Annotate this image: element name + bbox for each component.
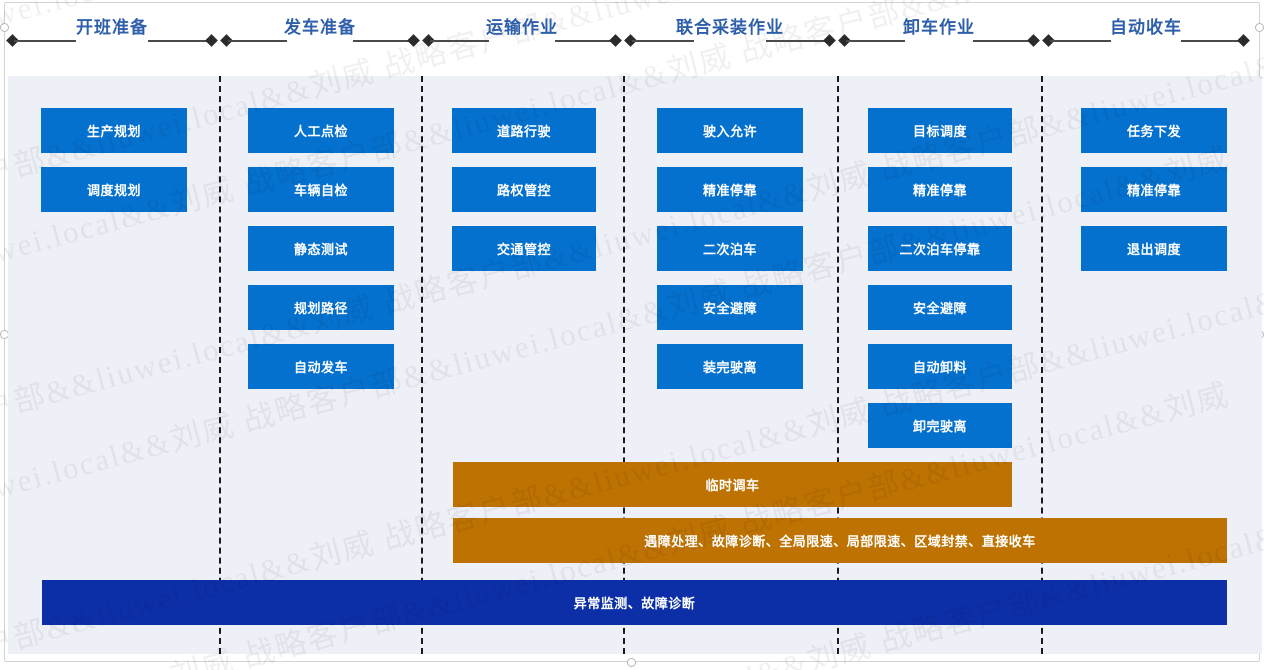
arrow-line-left — [14, 40, 76, 42]
column-divider-2 — [421, 76, 423, 654]
stage-box[interactable]: 调度规划 — [41, 167, 187, 212]
stage-box[interactable]: 自动卸料 — [868, 344, 1012, 389]
arrow-line-left — [632, 40, 694, 42]
column-divider-3 — [623, 76, 625, 654]
phase-title: 联合采装作业 — [676, 18, 784, 37]
stage-box[interactable]: 卸完驶离 — [868, 403, 1012, 448]
stage-box[interactable]: 装完驶离 — [657, 344, 803, 389]
column-divider-1 — [219, 76, 221, 654]
arrow-line-right — [973, 40, 1032, 42]
stage-box[interactable]: 二次泊车停靠 — [868, 226, 1012, 271]
resize-handle-top-left[interactable] — [0, 23, 9, 32]
bar-temporary-dispatch[interactable]: 临时调车 — [453, 462, 1012, 507]
phase-header-5: 卸车作业 — [838, 3, 1040, 75]
phase-title: 开班准备 — [76, 18, 148, 37]
phase-connector-arrow — [838, 34, 1040, 47]
phase-header-1: 开班准备 — [6, 3, 218, 75]
phase-header-band: 开班准备 发车准备 运输作业 联合采装作业 卸车作业 自动收车 — [6, 3, 1258, 75]
arrow-line-right — [1181, 40, 1242, 42]
stage-box[interactable]: 精准停靠 — [657, 167, 803, 212]
phase-connector-arrow — [422, 34, 622, 47]
phase-header-4: 联合采装作业 — [624, 3, 836, 75]
arrow-line-right — [148, 40, 210, 42]
stage-box[interactable]: 生产规划 — [41, 108, 187, 153]
stage-box[interactable]: 规划路径 — [248, 285, 394, 330]
stage-box[interactable]: 道路行驶 — [452, 108, 596, 153]
phase-connector-arrow — [220, 34, 420, 47]
stage-box[interactable]: 路权管控 — [452, 167, 596, 212]
stage-box[interactable]: 安全避障 — [657, 285, 803, 330]
phase-connector-arrow — [1042, 34, 1250, 47]
stage-box[interactable]: 安全避障 — [868, 285, 1012, 330]
stage-box[interactable]: 驶入允许 — [657, 108, 803, 153]
phase-title: 运输作业 — [486, 18, 558, 37]
stage-box[interactable]: 人工点检 — [248, 108, 394, 153]
column-divider-4 — [837, 76, 839, 654]
phase-header-3: 运输作业 — [422, 3, 622, 75]
arrow-diamond-right — [823, 34, 836, 47]
arrow-line-right — [555, 40, 614, 42]
workflow-panel — [8, 76, 1262, 654]
stage-box[interactable]: 静态测试 — [248, 226, 394, 271]
arrow-line-right — [766, 40, 828, 42]
stage-box[interactable]: 精准停靠 — [868, 167, 1012, 212]
phase-title: 自动收车 — [1110, 18, 1182, 37]
arrow-diamond-right — [1027, 34, 1040, 47]
arrow-diamond-right — [609, 34, 622, 47]
stage-box[interactable]: 二次泊车 — [657, 226, 803, 271]
arrow-line-right — [353, 40, 412, 42]
column-divider-5 — [1041, 76, 1043, 654]
stage-box[interactable]: 车辆自检 — [248, 167, 394, 212]
phase-header-2: 发车准备 — [220, 3, 420, 75]
phase-title: 发车准备 — [284, 18, 356, 37]
phase-connector-arrow — [6, 34, 218, 47]
arrow-line-left — [228, 40, 287, 42]
arrow-line-left — [430, 40, 489, 42]
phase-header-6: 自动收车 — [1042, 3, 1250, 75]
arrow-diamond-right — [407, 34, 420, 47]
stage-box[interactable]: 目标调度 — [868, 108, 1012, 153]
stage-box[interactable]: 任务下发 — [1081, 108, 1227, 153]
arrow-line-left — [846, 40, 905, 42]
stage-box[interactable]: 自动发车 — [248, 344, 394, 389]
arrow-diamond-right — [205, 34, 218, 47]
resize-handle-bottom-middle[interactable] — [627, 658, 636, 667]
arrow-line-left — [1050, 40, 1111, 42]
bar-exception-handling[interactable]: 遇障处理、故障诊断、全局限速、局部限速、区域封禁、直接收车 — [453, 518, 1227, 563]
bar-anomaly-monitoring[interactable]: 异常监测、故障诊断 — [42, 580, 1227, 625]
phase-title: 卸车作业 — [903, 18, 975, 37]
stage-box[interactable]: 精准停靠 — [1081, 167, 1227, 212]
stage-box[interactable]: 交通管控 — [452, 226, 596, 271]
phase-connector-arrow — [624, 34, 836, 47]
arrow-diamond-right — [1237, 34, 1250, 47]
stage-box[interactable]: 退出调度 — [1081, 226, 1227, 271]
